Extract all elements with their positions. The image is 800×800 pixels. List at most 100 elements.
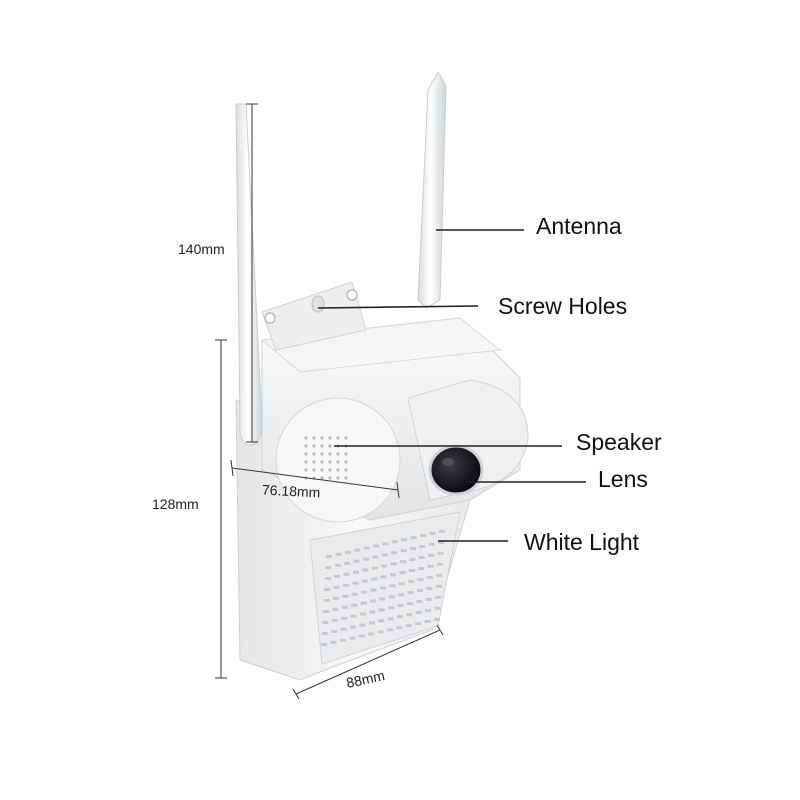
white-light-leds xyxy=(321,529,445,646)
led xyxy=(353,570,359,574)
led xyxy=(321,632,328,635)
led xyxy=(410,536,417,540)
led xyxy=(368,621,375,625)
led xyxy=(427,564,434,568)
led xyxy=(344,550,351,554)
speaker-hole xyxy=(336,460,340,464)
led xyxy=(363,546,370,550)
led xyxy=(425,597,432,601)
led xyxy=(417,589,423,592)
led xyxy=(407,591,414,595)
led xyxy=(368,632,375,636)
led xyxy=(353,559,360,563)
led xyxy=(398,582,405,586)
speaker-hole xyxy=(344,476,348,480)
led xyxy=(401,538,408,542)
led xyxy=(387,628,393,632)
led xyxy=(333,596,339,600)
led xyxy=(417,578,424,581)
led xyxy=(410,547,416,551)
speaker-hole xyxy=(312,468,316,472)
speaker-hole xyxy=(336,452,340,456)
led xyxy=(343,572,350,576)
speaker-hole xyxy=(312,460,316,464)
led xyxy=(323,610,329,613)
led xyxy=(381,564,388,568)
led xyxy=(334,563,341,567)
led xyxy=(380,586,386,590)
led xyxy=(326,555,332,558)
led xyxy=(322,621,329,624)
led xyxy=(409,558,416,562)
led xyxy=(378,608,385,612)
speaker-hole xyxy=(328,460,332,464)
speaker-hole xyxy=(344,468,348,472)
speaker-hole xyxy=(344,452,348,456)
led xyxy=(388,606,395,610)
led xyxy=(333,585,340,589)
led xyxy=(400,549,407,553)
antenna-label: Antenna xyxy=(536,213,622,239)
led xyxy=(371,566,378,570)
led xyxy=(325,566,332,569)
speaker-hole xyxy=(328,436,332,440)
led xyxy=(418,556,425,559)
led xyxy=(321,643,328,646)
led xyxy=(378,619,385,623)
speaker-hole xyxy=(344,436,348,440)
led xyxy=(350,625,356,629)
speaker-hole xyxy=(320,460,324,464)
speaker-hole xyxy=(320,452,324,456)
led xyxy=(359,623,366,627)
led xyxy=(429,531,436,535)
led xyxy=(342,594,349,598)
led xyxy=(341,616,348,620)
led xyxy=(362,568,369,572)
led xyxy=(405,624,412,628)
led xyxy=(360,612,366,616)
lens-label: Lens xyxy=(598,466,648,492)
led xyxy=(340,638,346,642)
led xyxy=(419,545,426,548)
led xyxy=(438,540,445,544)
led xyxy=(381,553,388,557)
screw-hole-right xyxy=(346,289,358,301)
led xyxy=(390,562,397,566)
led xyxy=(415,611,422,614)
led xyxy=(382,542,389,546)
speaker-hole xyxy=(320,476,324,480)
led xyxy=(377,630,384,634)
led xyxy=(379,597,386,601)
led xyxy=(408,580,415,584)
speaker-hole xyxy=(312,452,316,456)
speaker-hole xyxy=(336,476,340,480)
led xyxy=(397,615,403,619)
speaker-width-dimension: 76.18mm xyxy=(261,481,321,501)
speaker-hole xyxy=(304,452,308,456)
led xyxy=(354,548,361,552)
led xyxy=(418,567,425,570)
lens-highlight xyxy=(442,458,454,466)
led xyxy=(332,607,339,611)
lens xyxy=(428,444,484,496)
led xyxy=(436,573,443,577)
led xyxy=(372,555,379,559)
led xyxy=(435,584,442,588)
speaker-hole xyxy=(304,444,308,448)
led xyxy=(389,584,396,588)
led xyxy=(330,640,337,644)
led xyxy=(341,605,348,609)
led xyxy=(361,579,368,583)
led xyxy=(420,534,426,537)
top-face xyxy=(260,317,502,373)
led xyxy=(343,583,349,587)
led xyxy=(427,575,433,579)
speaker-hole xyxy=(304,460,308,464)
led xyxy=(371,577,378,581)
led xyxy=(434,606,441,610)
led xyxy=(352,581,359,585)
led xyxy=(370,588,377,592)
led xyxy=(425,608,432,612)
led xyxy=(396,626,403,630)
